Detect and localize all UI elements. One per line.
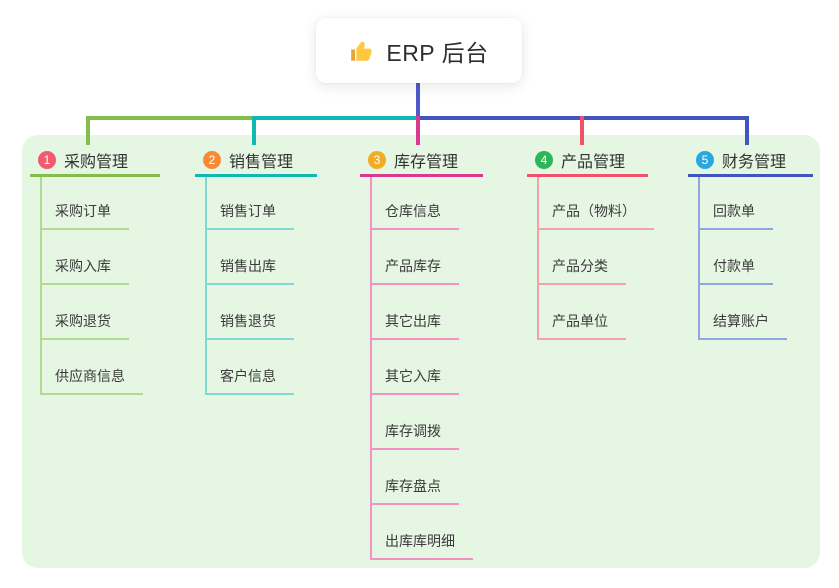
branch-label: 财务管理 — [722, 154, 787, 171]
branch-child-trunk — [698, 177, 700, 340]
branch-label: 采购管理 — [64, 154, 129, 171]
branch-number-badge: 3 — [368, 151, 386, 169]
branch-number-badge: 4 — [535, 151, 553, 169]
child-node[interactable]: 采购入库 — [40, 257, 129, 285]
branch-number-badge: 5 — [696, 151, 714, 169]
child-node[interactable]: 其它入库 — [370, 367, 459, 395]
child-node[interactable]: 销售出库 — [205, 257, 294, 285]
child-node[interactable]: 库存调拨 — [370, 422, 459, 450]
child-node[interactable]: 回款单 — [698, 202, 773, 230]
bus-connector-green — [86, 116, 256, 120]
bus-connector-teal — [252, 116, 420, 120]
child-node[interactable]: 出库库明细 — [370, 532, 473, 560]
branch-3-drop-connector — [416, 116, 420, 145]
branch-label: 库存管理 — [394, 154, 459, 171]
child-node[interactable]: 仓库信息 — [370, 202, 459, 230]
child-node[interactable]: 产品分类 — [537, 257, 626, 285]
branch-node-1[interactable]: 1 采购管理 — [38, 149, 128, 171]
mindmap-canvas — [22, 135, 820, 568]
branch-underline — [688, 174, 813, 177]
branch-number-badge: 1 — [38, 151, 56, 169]
branch-4-drop-connector — [580, 116, 584, 145]
root-trunk-connector — [416, 82, 420, 120]
child-node[interactable]: 库存盘点 — [370, 477, 459, 505]
branch-1-drop-connector — [86, 116, 90, 145]
child-node[interactable]: 销售订单 — [205, 202, 294, 230]
branch-child-trunk — [370, 177, 372, 560]
branch-node-2[interactable]: 2 销售管理 — [203, 149, 293, 171]
branch-underline — [360, 174, 483, 177]
child-node[interactable]: 产品（物料） — [537, 202, 654, 230]
child-node[interactable]: 付款单 — [698, 257, 773, 285]
branch-2-drop-connector — [252, 116, 256, 145]
branch-label: 产品管理 — [561, 154, 626, 171]
branch-5-drop-connector — [745, 116, 749, 145]
branch-node-4[interactable]: 4 产品管理 — [535, 149, 625, 171]
child-node[interactable]: 销售退货 — [205, 312, 294, 340]
branch-node-3[interactable]: 3 库存管理 — [368, 149, 458, 171]
branch-underline — [195, 174, 317, 177]
child-node[interactable]: 结算账户 — [698, 312, 787, 340]
branch-child-trunk — [40, 177, 42, 395]
root-label: ERP 后台 — [386, 39, 489, 66]
root-node[interactable]: ERP 后台 — [316, 18, 522, 83]
child-node[interactable]: 产品单位 — [537, 312, 626, 340]
child-node[interactable]: 产品库存 — [370, 257, 459, 285]
branch-underline — [527, 174, 648, 177]
branch-child-trunk — [205, 177, 207, 395]
child-node[interactable]: 供应商信息 — [40, 367, 143, 395]
branch-number-badge: 2 — [203, 151, 221, 169]
branch-underline — [30, 174, 160, 177]
thumbs-up-icon — [349, 38, 375, 64]
branch-child-trunk — [537, 177, 539, 340]
child-node[interactable]: 客户信息 — [205, 367, 294, 395]
child-node[interactable]: 其它出库 — [370, 312, 459, 340]
branch-node-5[interactable]: 5 财务管理 — [696, 149, 786, 171]
branch-label: 销售管理 — [229, 154, 294, 171]
child-node[interactable]: 采购退货 — [40, 312, 129, 340]
child-node[interactable]: 采购订单 — [40, 202, 129, 230]
